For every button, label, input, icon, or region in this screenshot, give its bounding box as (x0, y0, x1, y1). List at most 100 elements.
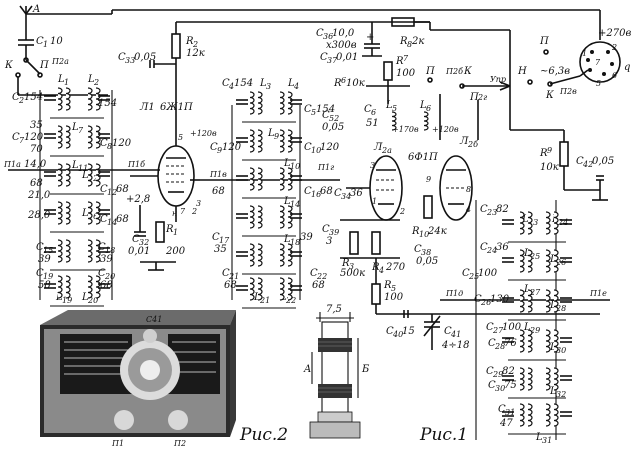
svg-text:31: 31 (542, 436, 552, 445)
svg-text:68: 68 (30, 178, 43, 189)
svg-text:28: 28 (555, 304, 566, 313)
inductor-glyph (95, 163, 101, 187)
inductor-glyph (87, 87, 93, 111)
inductor-glyph (519, 329, 525, 353)
inductor-glyph (249, 277, 255, 301)
svg-text:100: 100 (478, 268, 498, 279)
svg-text:2: 2 (192, 40, 198, 49)
svg-text:5: 5 (178, 133, 183, 142)
svg-text:К: К (545, 90, 554, 101)
capacitor-glyph (560, 257, 572, 263)
svg-text:П1е: П1е (589, 289, 607, 298)
svg-text:0,01: 0,01 (336, 52, 358, 63)
svg-text:П1а: П1а (3, 160, 21, 169)
svg-text:82: 82 (502, 366, 515, 377)
svg-text:L: L (283, 234, 291, 245)
svg-text:L: L (81, 208, 89, 219)
capacitor-glyph (236, 175, 248, 181)
inductor-glyph (519, 403, 525, 427)
svg-text:17: 17 (219, 236, 230, 245)
inductor-glyph (287, 205, 293, 229)
coil-former-figure: 7,5 A Б (303, 304, 370, 439)
svg-text:19: 19 (62, 296, 72, 305)
svg-text:L: L (521, 214, 529, 225)
svg-text:120: 120 (222, 142, 242, 153)
svg-text:8: 8 (466, 185, 471, 194)
svg-text:C: C (386, 326, 394, 337)
inductor-glyph (87, 275, 93, 299)
svg-text:47: 47 (499, 418, 513, 429)
svg-text:L: L (57, 74, 65, 85)
inductor-glyph (65, 87, 71, 111)
svg-text:75: 75 (504, 380, 517, 391)
connector-mark-q: q (624, 62, 630, 73)
svg-text:5: 5 (392, 104, 397, 113)
svg-text:8: 8 (407, 40, 412, 49)
svg-text:L: L (523, 248, 531, 259)
svg-text:R: R (411, 226, 420, 237)
svg-text:41: 41 (450, 330, 461, 339)
svg-text:15: 15 (43, 246, 53, 255)
capacitor-glyph (44, 171, 56, 177)
inductor-glyph (423, 111, 429, 131)
svg-text:C: C (12, 132, 20, 143)
svg-text:П2а: П2а (51, 57, 69, 66)
inductor-glyph (545, 289, 551, 313)
inductor-glyph (249, 129, 255, 153)
inductor-glyph (279, 167, 285, 191)
svg-text:C: C (304, 142, 312, 153)
svg-text:68: 68 (116, 214, 129, 225)
svg-text:68: 68 (312, 280, 325, 291)
svg-text:22: 22 (316, 272, 327, 281)
inductor-glyph (257, 243, 263, 267)
capacitor-glyph (236, 137, 248, 143)
svg-text:68: 68 (100, 280, 113, 291)
svg-text:2: 2 (18, 96, 24, 105)
svg-text:н: н (172, 209, 177, 218)
photo-label-c41: С41 (146, 315, 162, 324)
svg-text:120: 120 (320, 142, 340, 153)
svg-text:2: 2 (399, 207, 405, 216)
svg-text:58: 58 (38, 280, 51, 291)
svg-text:C: C (100, 214, 108, 225)
svg-text:1: 1 (64, 78, 69, 87)
svg-text:12к: 12к (186, 48, 205, 59)
svg-text:C: C (98, 268, 106, 279)
svg-text:L: L (419, 100, 427, 111)
inductor-glyph (87, 239, 93, 263)
antenna: A (19, 4, 40, 35)
figure-caption-2: Рис.2 (239, 425, 288, 445)
svg-text:4÷18: 4÷18 (441, 340, 469, 351)
svg-text:2: 2 (93, 78, 99, 87)
svg-text:28: 28 (494, 342, 505, 351)
svg-text:0,05: 0,05 (592, 156, 614, 167)
capacitor-glyph (290, 285, 302, 291)
svg-text:4: 4 (378, 266, 384, 275)
svg-text:C: C (222, 78, 230, 89)
svg-text:L: L (81, 292, 89, 303)
inductor-glyph (249, 91, 255, 115)
inductor-glyph (527, 403, 533, 427)
svg-text:23: 23 (527, 218, 538, 227)
inductor-glyph (519, 249, 525, 273)
svg-text:120: 120 (112, 138, 132, 149)
svg-text:7: 7 (19, 136, 25, 145)
capacitor-glyph (502, 411, 514, 417)
capacitor-glyph (560, 219, 572, 225)
svg-text:4: 4 (228, 82, 234, 91)
svg-text:C: C (576, 156, 584, 167)
svg-text:L: L (287, 78, 295, 89)
svg-text:C: C (304, 186, 312, 197)
svg-text:154: 154 (234, 78, 253, 89)
svg-text:27: 27 (492, 326, 504, 335)
svg-text:L: L (283, 196, 291, 207)
capacitor-glyph (236, 99, 248, 105)
svg-text:82: 82 (496, 204, 509, 215)
heater-label: ~6,3в (540, 66, 570, 77)
svg-text:C: C (36, 242, 44, 253)
svg-text:L: L (71, 160, 79, 171)
svg-text:2а: 2а (381, 146, 392, 155)
